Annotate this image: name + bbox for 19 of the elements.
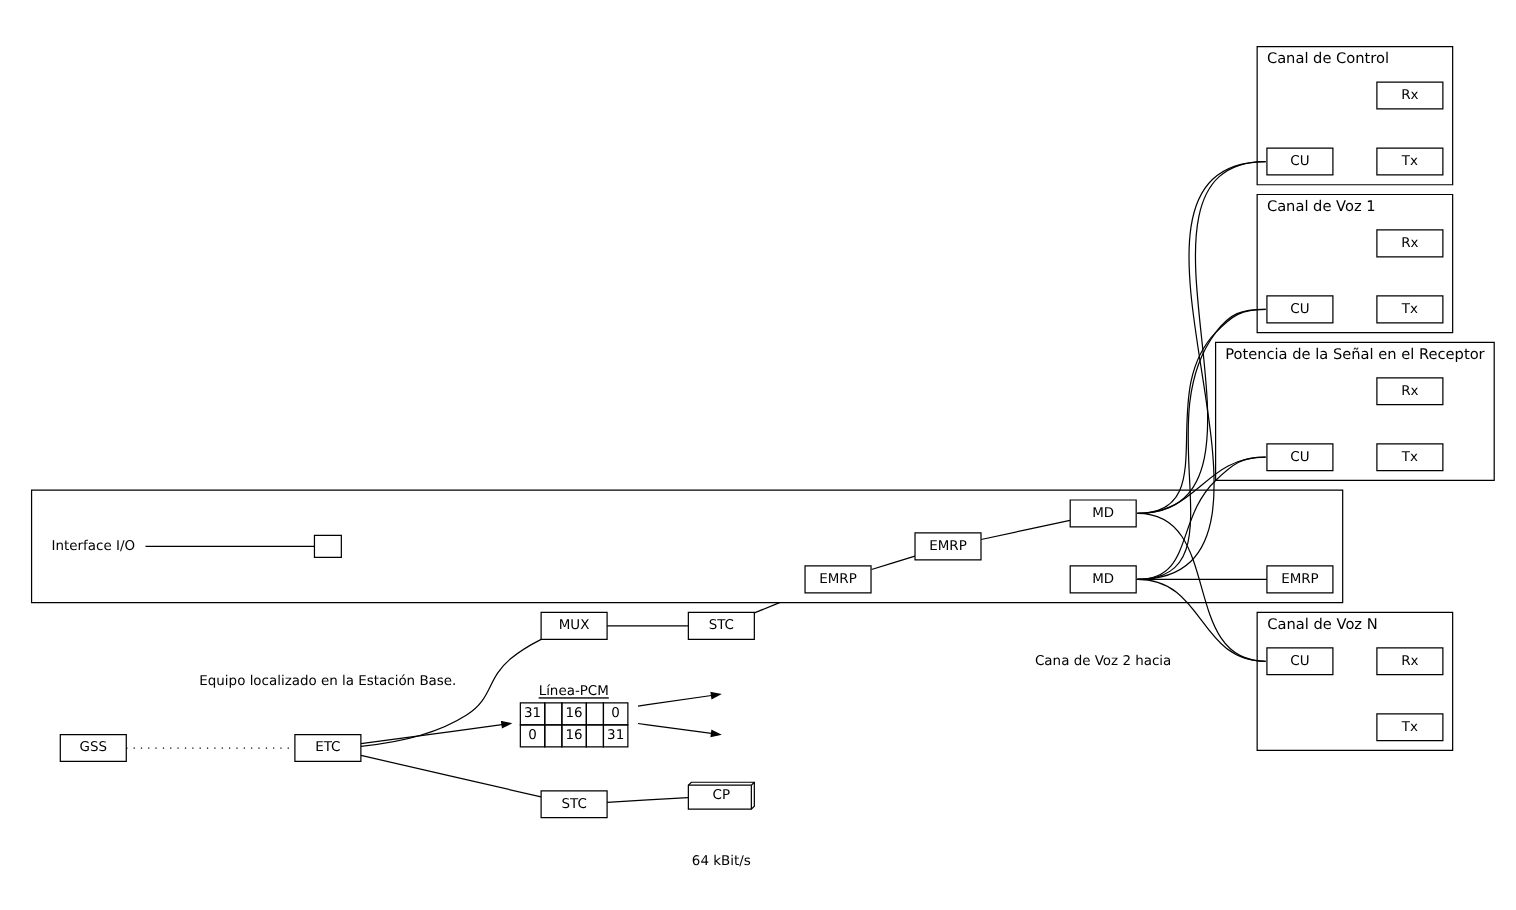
cluster: [30, 488, 1344, 603]
connector: [606, 624, 689, 626]
connector: [980, 518, 1071, 540]
connector: [1136, 511, 1267, 661]
connector: [1136, 159, 1267, 579]
connector: [1136, 577, 1267, 661]
arrow: [637, 721, 722, 737]
connector: [1135, 577, 1268, 579]
connector: [360, 637, 542, 746]
connector: [1136, 307, 1267, 579]
connector: [1136, 455, 1267, 579]
connector: [144, 544, 315, 547]
connector: [753, 601, 781, 613]
arrow: [637, 690, 722, 706]
connector: [606, 796, 689, 802]
arrow: [360, 719, 513, 744]
connector: [360, 753, 542, 797]
connector: [870, 554, 916, 570]
node-box: [313, 533, 342, 558]
